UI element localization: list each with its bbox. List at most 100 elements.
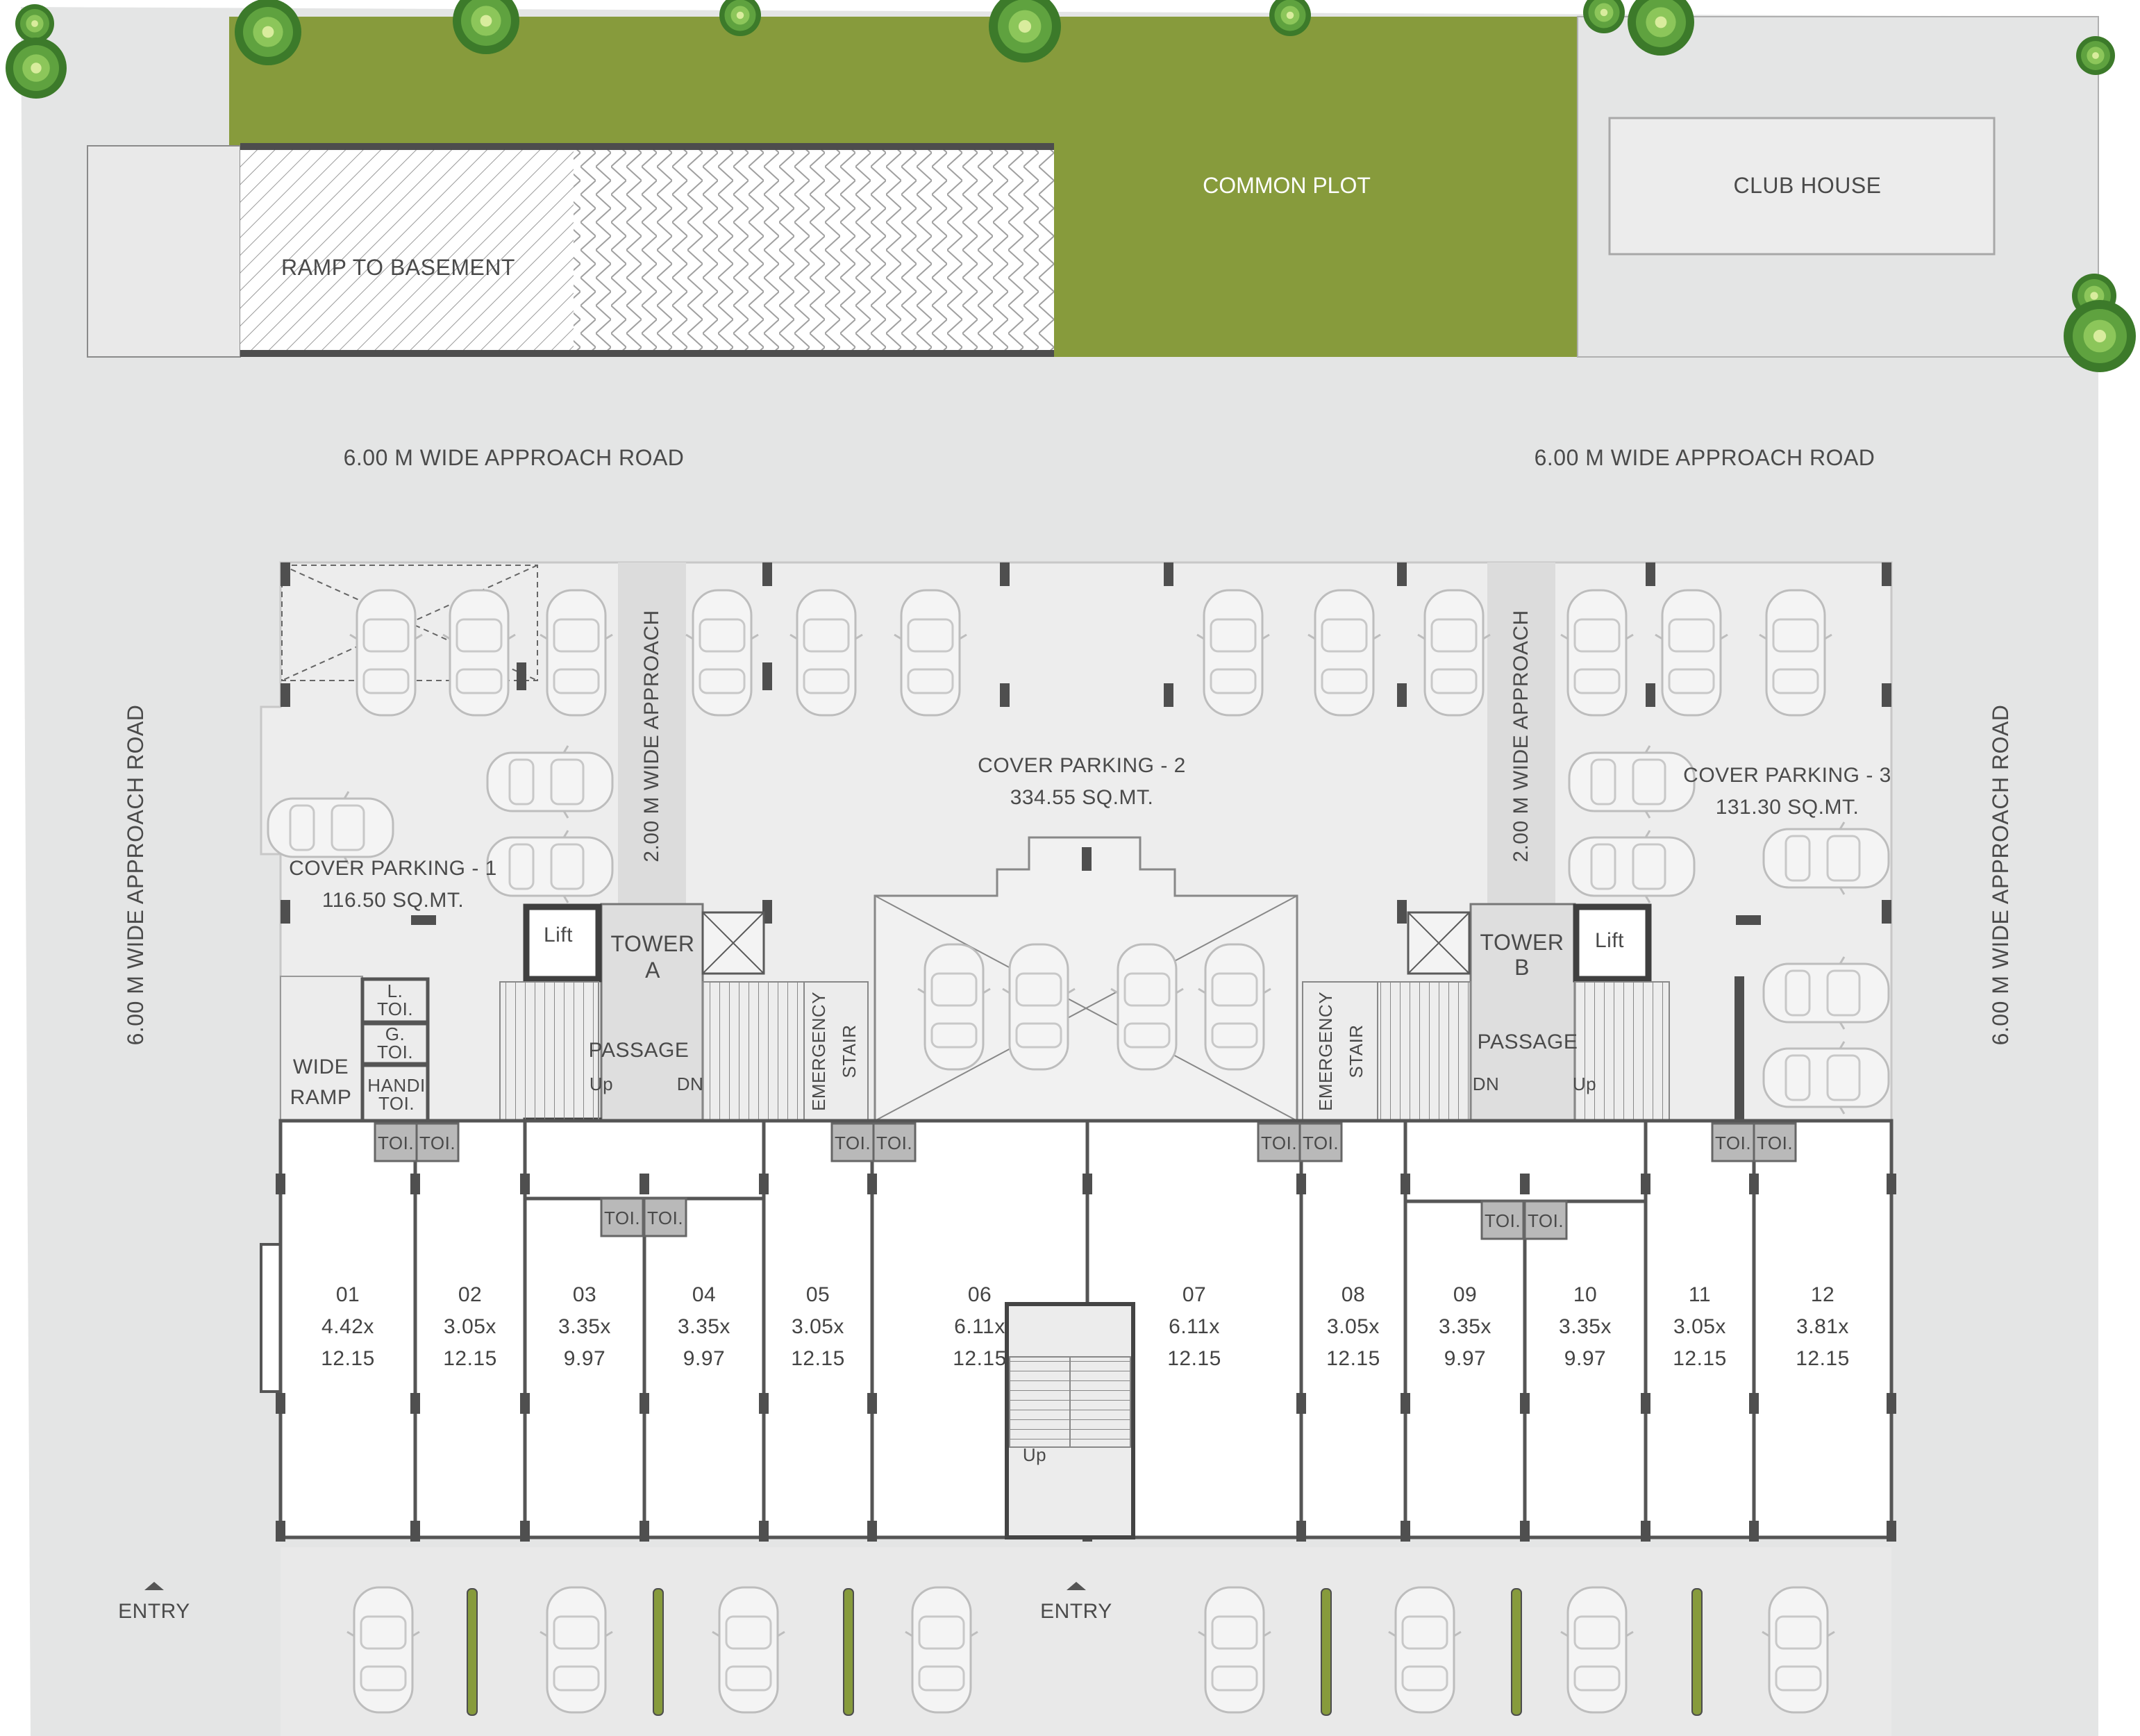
shop-unit bbox=[278, 1119, 417, 1539]
emergency-a-2: STAIR bbox=[839, 1024, 860, 1078]
toilet-box bbox=[1711, 1122, 1755, 1162]
car bbox=[1758, 589, 1833, 717]
planter bbox=[843, 1588, 854, 1716]
planter bbox=[467, 1588, 478, 1716]
tower-a-title-1: TOWER bbox=[610, 931, 694, 956]
column bbox=[1401, 1521, 1410, 1542]
column bbox=[1749, 1393, 1759, 1414]
toilet-label: TOI. bbox=[876, 1133, 912, 1153]
unit-d-label: 9.97 bbox=[1564, 1347, 1606, 1370]
car bbox=[346, 1586, 421, 1714]
column bbox=[520, 1521, 530, 1542]
column bbox=[1082, 1174, 1092, 1194]
toilet-block-left bbox=[280, 976, 363, 1121]
column bbox=[1296, 1521, 1306, 1542]
toilet-label: TOI. bbox=[1528, 1210, 1564, 1231]
unit-w-label: 6.11x bbox=[1169, 1315, 1220, 1338]
emergency-a-1: EMERGENCY bbox=[808, 992, 829, 1111]
approach-a-label: 2.00 M WIDE APPROACH bbox=[640, 610, 663, 862]
unit-d-label: 9.97 bbox=[683, 1347, 725, 1370]
car bbox=[1654, 589, 1729, 717]
road-label-top-left: 6.00 M WIDE APPROACH ROAD bbox=[344, 445, 685, 470]
unit-no-label: 11 bbox=[1689, 1283, 1711, 1306]
column bbox=[867, 1521, 877, 1542]
car bbox=[486, 829, 614, 904]
toilet-box bbox=[1523, 1200, 1568, 1240]
car bbox=[789, 589, 864, 717]
column bbox=[1749, 1521, 1759, 1542]
unit-w-label: 3.35x bbox=[1559, 1315, 1612, 1338]
tower-b-passage: PASSAGE bbox=[1478, 1030, 1578, 1053]
column bbox=[1401, 1174, 1410, 1194]
tree-icon bbox=[5, 37, 67, 99]
column bbox=[640, 1521, 649, 1542]
handi-toi-1: HANDI bbox=[367, 1075, 425, 1096]
tower-b-lift-top bbox=[1573, 903, 1652, 983]
unit-no-label: 02 bbox=[458, 1283, 482, 1306]
unit-no-label: 03 bbox=[573, 1283, 596, 1306]
entry-arrow-center bbox=[1067, 1582, 1086, 1590]
column bbox=[1887, 1521, 1896, 1542]
ramp-entry-box bbox=[87, 145, 241, 358]
stair-b-left bbox=[1377, 981, 1471, 1121]
shop-unit bbox=[1523, 1199, 1648, 1539]
toilet-label: TOI. bbox=[419, 1133, 455, 1153]
toilet-box bbox=[830, 1122, 875, 1162]
cover-parking-3-area: 131.30 SQ.MT. bbox=[1716, 796, 1859, 819]
car bbox=[1568, 744, 1696, 819]
approach-b bbox=[1487, 562, 1555, 905]
unit-w-label: 6.11x bbox=[954, 1315, 1005, 1338]
shaft-a-top bbox=[701, 911, 765, 975]
shop-unit bbox=[642, 1196, 766, 1539]
stair-a-right bbox=[702, 981, 805, 1121]
car bbox=[486, 744, 614, 819]
toilet-box bbox=[1480, 1200, 1525, 1240]
unit-d-label: 12.15 bbox=[443, 1347, 497, 1370]
column bbox=[1887, 1174, 1896, 1194]
toilet-label: TOI. bbox=[1303, 1133, 1339, 1153]
car bbox=[442, 589, 517, 717]
shop-units: 014.42x12.15023.05x12.15033.35x9.97043.3… bbox=[260, 1119, 1896, 1542]
wide-ramp-2: RAMP bbox=[290, 1086, 352, 1109]
car bbox=[1416, 589, 1491, 717]
car bbox=[1761, 1586, 1836, 1714]
cover-parking-2-name: COVER PARKING - 2 bbox=[978, 754, 1186, 777]
toilet-label: TOI. bbox=[835, 1133, 871, 1153]
tower-b-dn: DN bbox=[1473, 1074, 1500, 1094]
car bbox=[1762, 1040, 1890, 1115]
car bbox=[1307, 589, 1382, 717]
toilet-label: TOI. bbox=[1715, 1133, 1751, 1153]
unit-no-label: 08 bbox=[1341, 1283, 1365, 1306]
column bbox=[276, 1521, 285, 1542]
ramp-label: RAMP TO BASEMENT bbox=[281, 255, 515, 280]
unit-w-label: 3.05x bbox=[1673, 1315, 1726, 1338]
car bbox=[1560, 1586, 1635, 1714]
tree-icon bbox=[15, 4, 54, 44]
car bbox=[1197, 943, 1272, 1071]
toilet-label: TOI. bbox=[604, 1208, 640, 1228]
column bbox=[759, 1521, 769, 1542]
column bbox=[640, 1174, 649, 1194]
unit-no-label: 05 bbox=[806, 1283, 830, 1306]
shop-unit bbox=[1299, 1119, 1407, 1539]
unit-w-label: 3.35x bbox=[678, 1315, 730, 1338]
car bbox=[1762, 821, 1890, 896]
toilet-label: TOI. bbox=[1485, 1210, 1521, 1231]
handi-toi-2: TOI. bbox=[378, 1093, 415, 1114]
toilet-box bbox=[1753, 1122, 1797, 1162]
road-label-left: 6.00 M WIDE APPROACH ROAD bbox=[123, 705, 148, 1046]
unit-d-label: 12.15 bbox=[953, 1347, 1007, 1370]
car bbox=[904, 1586, 979, 1714]
entry-label-left: ENTRY bbox=[118, 1600, 190, 1623]
shop-unit bbox=[1644, 1119, 1756, 1539]
stair-a-left bbox=[499, 981, 599, 1121]
toilet-label: TOI. bbox=[647, 1208, 683, 1228]
column bbox=[276, 1174, 285, 1194]
column bbox=[1296, 1393, 1306, 1414]
car bbox=[1001, 943, 1076, 1071]
unit-d-label: 9.97 bbox=[564, 1347, 605, 1370]
column bbox=[1296, 1174, 1306, 1194]
column bbox=[1520, 1174, 1530, 1194]
shop-unit bbox=[413, 1119, 527, 1539]
